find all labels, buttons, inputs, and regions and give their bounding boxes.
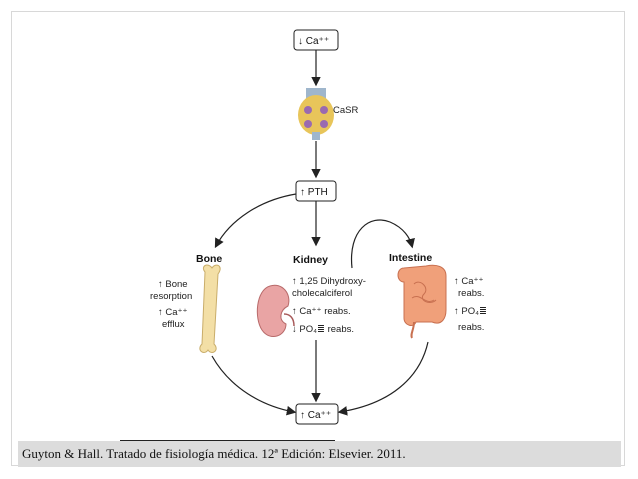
casr-label: CaSR: [333, 105, 358, 116]
kidney-effect-2: cholecalciferol: [292, 288, 352, 299]
bone-effect-3: ↑ Ca⁺⁺: [158, 307, 188, 318]
intestine-icon: [397, 264, 447, 339]
svg-text:↓ Ca⁺⁺: ↓ Ca⁺⁺: [298, 36, 329, 47]
arrow-pth-to-bone: [214, 193, 297, 249]
svg-text:↑ PTH: ↑ PTH: [300, 187, 328, 198]
kidney-heading: Kidney: [293, 254, 328, 266]
intestine-effect-4: reabs.: [458, 322, 484, 333]
kidney-effect-3: ↑ Ca⁺⁺ reabs.: [292, 306, 351, 317]
intestine-effect-1: ↑ Ca⁺⁺: [454, 276, 484, 287]
bone-icon: [199, 264, 221, 353]
bone-effect-1: ↑ Bone: [158, 279, 188, 290]
caption-divider: [120, 440, 335, 441]
parathyroid-gland-icon: [298, 88, 334, 140]
kidney-icon: [256, 284, 295, 338]
arrow-kidney-to-intestine: [350, 219, 415, 269]
arrow-bone-to-calcium: [211, 355, 297, 416]
bone-heading: Bone: [196, 253, 222, 265]
intestine-effect-3: ↑ PO₄≣: [454, 306, 487, 317]
citation-caption: Guyton & Hall. Tratado de fisiología méd…: [22, 446, 406, 461]
arrow-intestine-to-calcium: [337, 341, 429, 416]
svg-text:↑ Ca⁺⁺: ↑ Ca⁺⁺: [300, 410, 331, 421]
pth-box: ↑ PTH: [295, 180, 337, 202]
intestine-effect-2: reabs.: [458, 288, 484, 299]
bone-effect-4: efflux: [162, 319, 185, 330]
bone-effect-2: resorption: [150, 291, 192, 302]
high-calcium-box: ↑ Ca⁺⁺: [295, 403, 339, 425]
intestine-heading: Intestine: [389, 252, 432, 264]
kidney-effect-4: ↓ PO₄≣ reabs.: [292, 324, 354, 335]
caption-bar: [18, 441, 621, 467]
kidney-effect-1: ↑ 1,25 Dihydroxy-: [292, 276, 366, 287]
low-calcium-box: ↓ Ca⁺⁺: [293, 29, 339, 51]
